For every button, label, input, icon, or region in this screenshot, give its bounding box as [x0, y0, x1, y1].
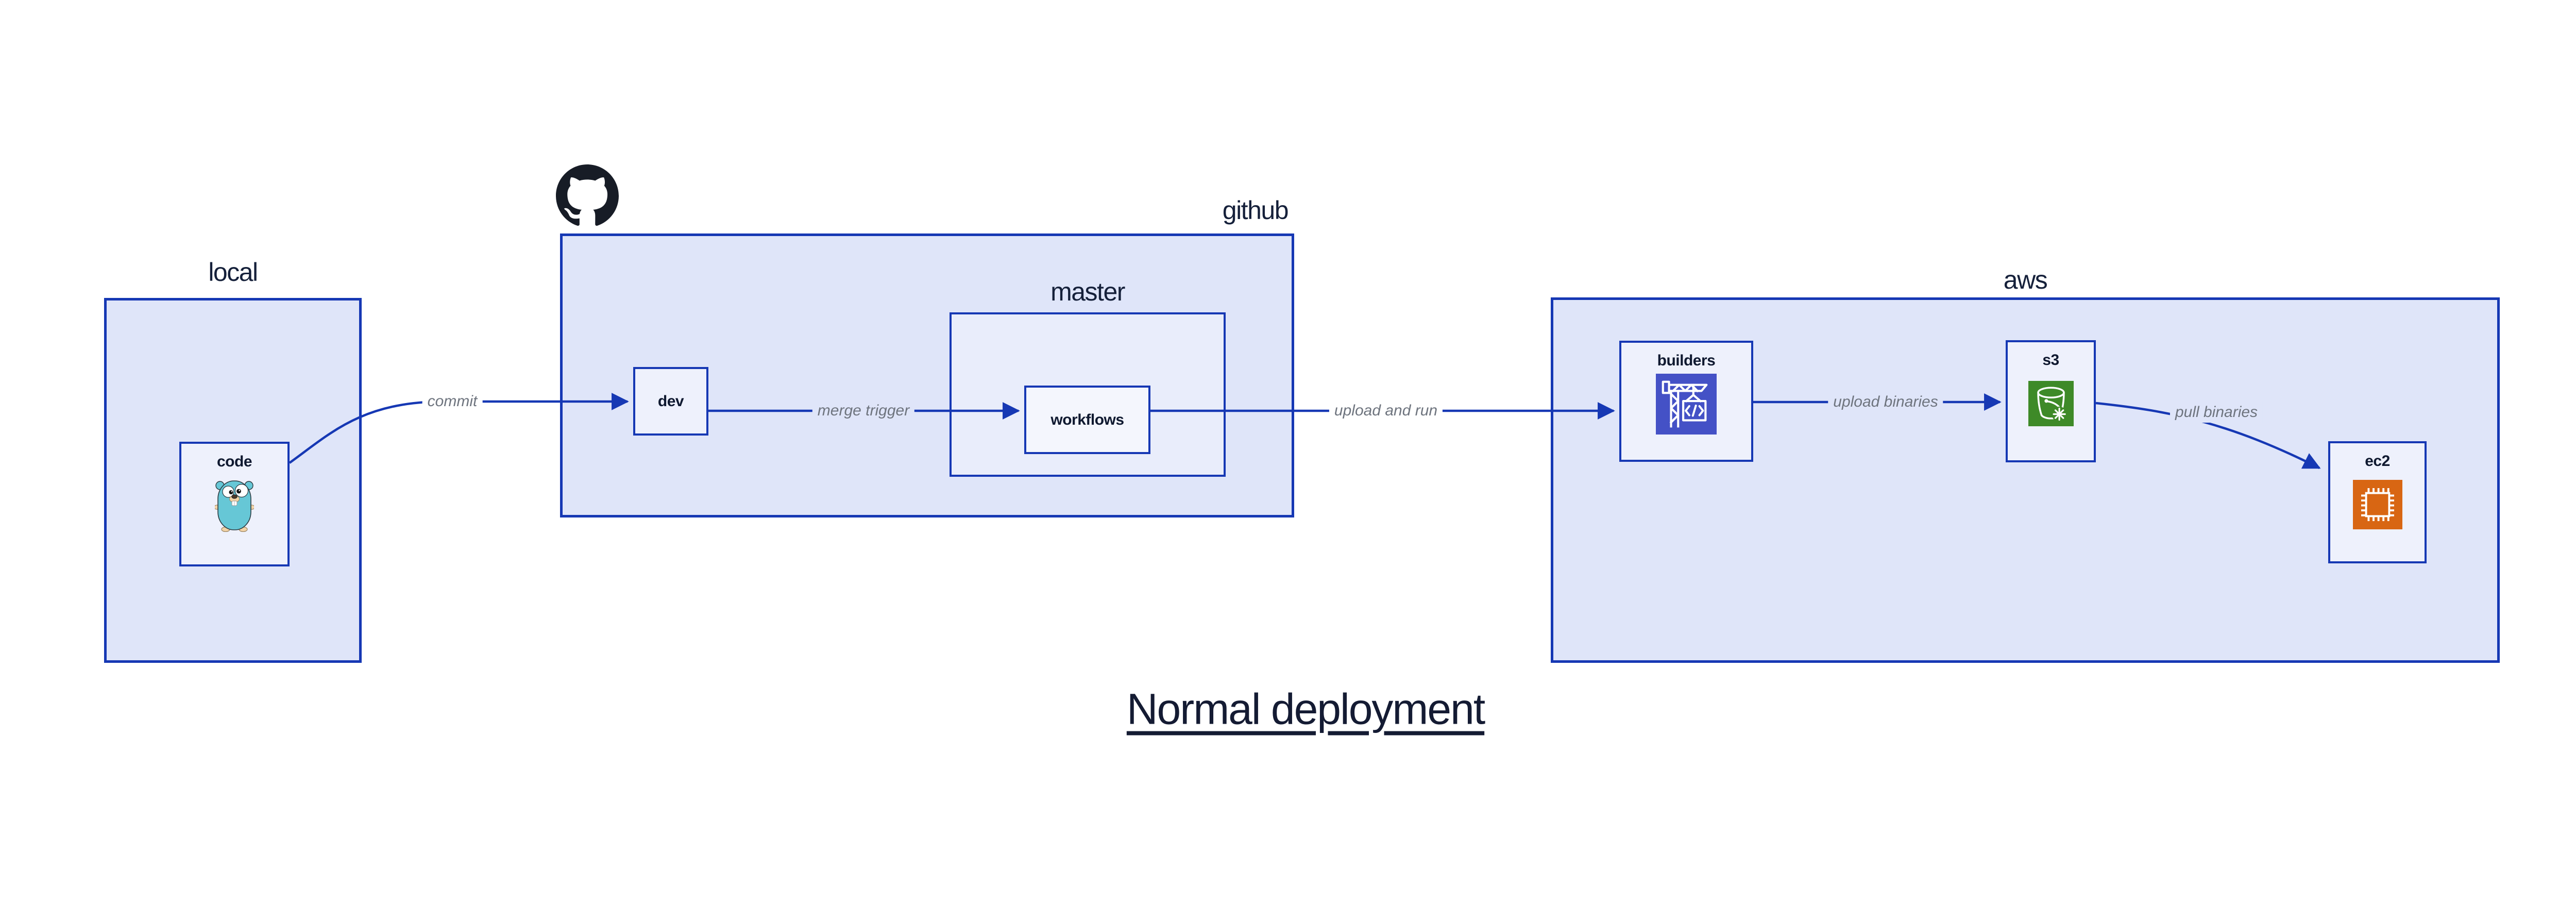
node-ec2-label: ec2: [2365, 453, 2390, 470]
aws-s3-bucket-icon: [2028, 381, 2074, 426]
aws-ec2-chip-icon: [2352, 480, 2402, 529]
edge-merge-trigger-label: merge trigger: [812, 400, 915, 421]
go-gopher-icon: [215, 480, 254, 532]
node-s3-label: s3: [2042, 352, 2059, 369]
aws-codebuild-crane-icon: [1656, 374, 1717, 435]
edge-commit-label: commit: [422, 391, 483, 412]
node-builders: builders: [1619, 341, 1753, 462]
node-builders-label: builders: [1657, 352, 1716, 369]
edge-upload-and-run-label: upload and run: [1329, 400, 1443, 421]
edge-upload-binaries-label: upload binaries: [1828, 392, 1943, 412]
node-code: code: [179, 442, 290, 566]
node-s3: s3: [2006, 340, 2096, 462]
edge-pull-binaries-label: pull binaries: [2170, 402, 2263, 423]
master-container-label: master: [1050, 277, 1125, 306]
local-container-label: local: [208, 258, 258, 287]
node-dev-label: dev: [657, 392, 684, 410]
github-container-label: github: [1222, 196, 1289, 225]
diagram-title: Normal deployment: [1126, 684, 1485, 733]
node-workflows-label: workflows: [1050, 411, 1124, 428]
aws-container-label: aws: [2003, 265, 2048, 294]
node-code-label: code: [216, 453, 252, 470]
node-dev: dev: [633, 367, 708, 436]
github-octocat-icon: [556, 164, 619, 226]
node-ec2: ec2: [2328, 441, 2427, 563]
node-workflows: workflows: [1024, 386, 1150, 454]
